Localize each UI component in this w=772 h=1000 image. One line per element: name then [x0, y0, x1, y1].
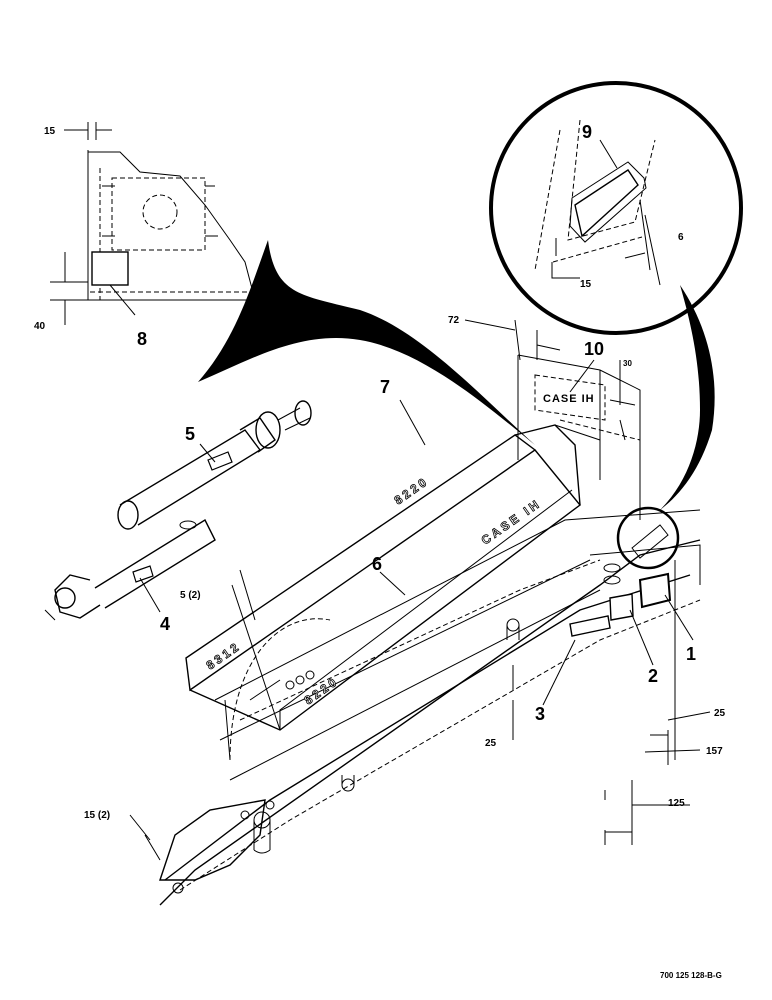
detail-decal-9 [489, 81, 743, 335]
callout-3: 3 [535, 704, 545, 724]
callout-2: 2 [648, 666, 658, 686]
callout-4: 4 [160, 614, 170, 634]
dim-5-2: 5 (2) [180, 590, 201, 601]
dim-6-detail: 6 [678, 232, 684, 243]
callout-8: 8 [137, 329, 147, 349]
decal-4-location [132, 565, 154, 583]
main-frame [159, 354, 701, 906]
dim-30: 30 [623, 359, 632, 368]
decal-7-text: 8220 [392, 474, 432, 508]
detail-decal-8 [50, 122, 256, 325]
pto-shaft-lower [44, 519, 216, 621]
callout-leaders [139, 359, 694, 706]
callout-5: 5 [185, 424, 195, 444]
detail-8-leader-wedge [198, 240, 535, 445]
decal-10-text: CASE IH [543, 393, 595, 405]
dim-15-2: 15 (2) [84, 810, 110, 821]
dim-25-left: 25 [485, 738, 497, 749]
decal-10-location [534, 374, 606, 421]
detail-9-leader-wedge [660, 285, 715, 510]
decal-5-location [207, 451, 233, 471]
decal-2-location [609, 593, 634, 621]
callout-1: 1 [686, 644, 696, 664]
dim-25-right: 25 [714, 708, 726, 719]
toolbox-panel: 8220 CASE IH 8312 8220 [185, 424, 601, 731]
dim-15-top: 15 [44, 126, 56, 137]
decal-9-frame-ring [616, 506, 680, 570]
callout-7: 7 [380, 377, 390, 397]
dim-72: 72 [448, 315, 460, 326]
decal-8-location [91, 251, 129, 286]
dim-125: 125 [668, 798, 685, 809]
decal-9-location [574, 169, 639, 238]
decal-1-location [638, 572, 672, 609]
dim-40: 40 [34, 321, 46, 332]
dim-15-detail: 15 [580, 279, 592, 290]
dimension-lines [129, 319, 711, 861]
dim-157: 157 [706, 746, 723, 757]
callout-10: 10 [584, 339, 604, 359]
callout-9: 9 [582, 122, 592, 142]
callout-6: 6 [372, 554, 382, 574]
drawing-code: 700 125 128-B-G [660, 971, 722, 980]
decal-3-location [569, 615, 611, 637]
pto-shaft-upper [117, 400, 312, 530]
